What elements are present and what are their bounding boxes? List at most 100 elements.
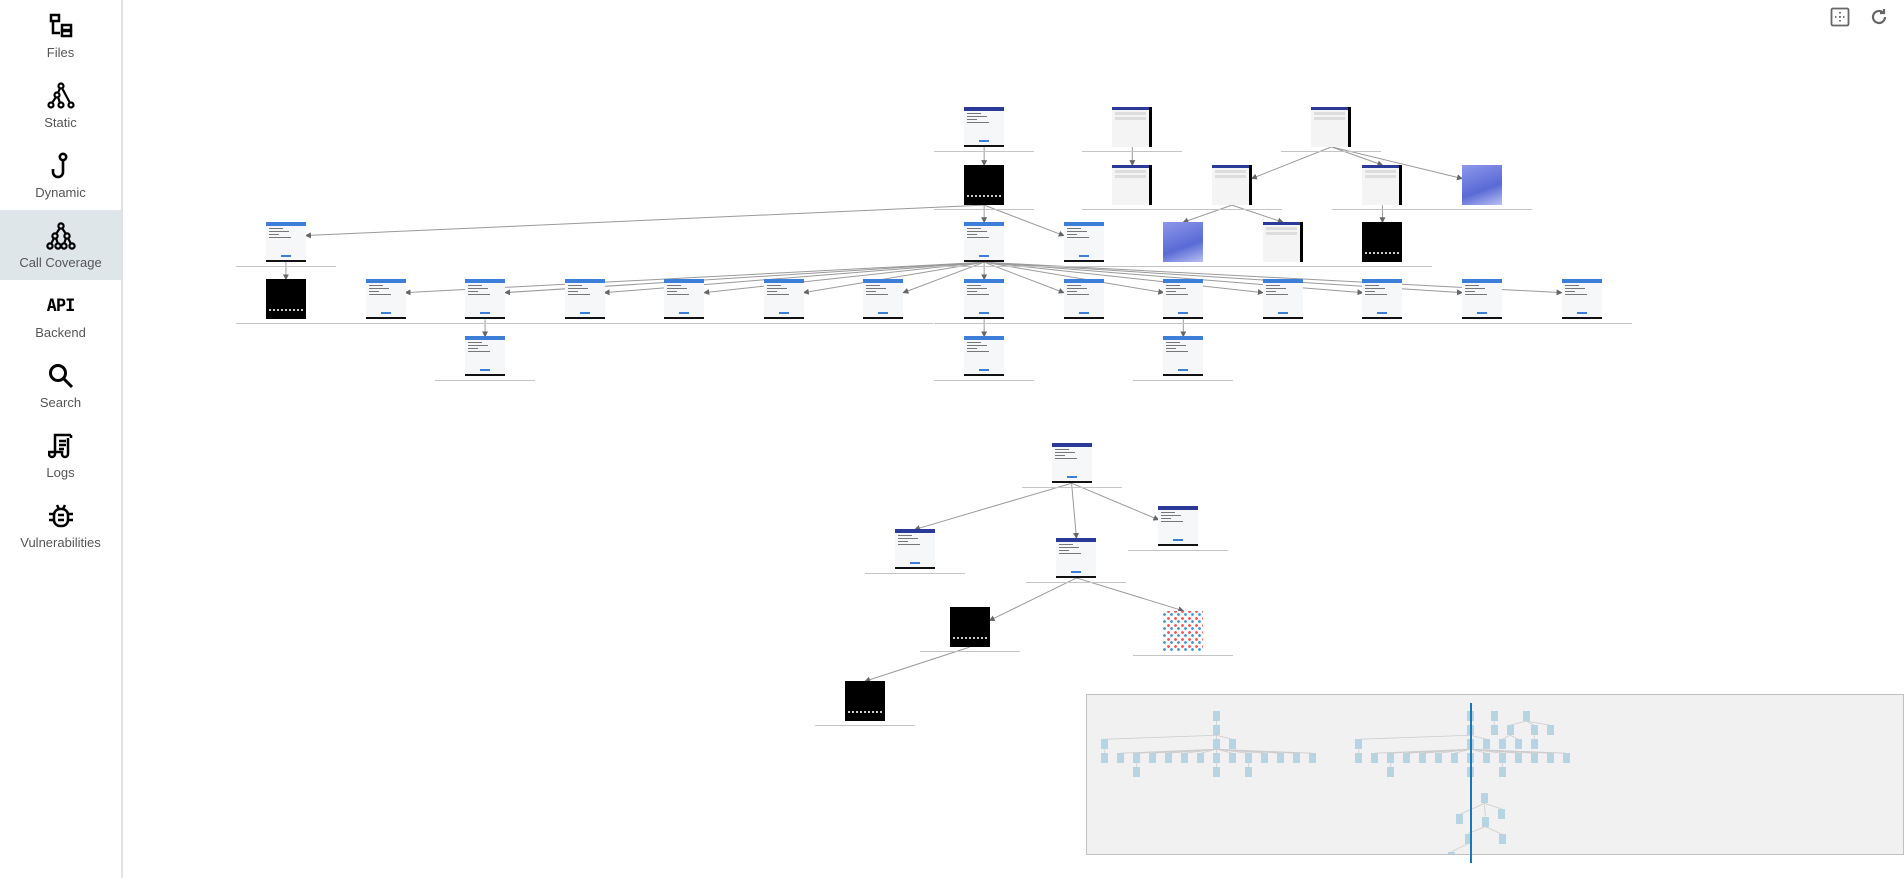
sidebar-item-vulnerabilities[interactable]: Vulnerabilities — [0, 490, 121, 560]
screen-node[interactable] — [845, 681, 886, 722]
screen-node[interactable] — [1561, 279, 1602, 320]
minimap-edge — [1525, 720, 1535, 726]
screen-node[interactable] — [664, 279, 705, 320]
screen-node[interactable] — [964, 106, 1005, 147]
minimap-node — [1562, 753, 1570, 764]
minimap-node — [1481, 793, 1488, 804]
minimap-edges — [1104, 720, 1567, 853]
minimap-node — [1490, 710, 1498, 721]
minimap-node — [1498, 808, 1506, 819]
screen-node[interactable] — [365, 279, 406, 320]
minimap-edge — [1104, 734, 1217, 740]
node-caption — [235, 323, 336, 325]
graph-minimap[interactable] — [1086, 694, 1904, 855]
screen-node[interactable] — [1112, 165, 1153, 206]
minimap-node — [1498, 753, 1506, 764]
screen-node[interactable] — [265, 279, 306, 320]
node-caption — [919, 651, 1020, 653]
minimap-node — [1546, 753, 1554, 764]
minimap-node — [1546, 725, 1554, 736]
node-caption — [1133, 380, 1234, 382]
sidebar-item-logs[interactable]: Logs — [0, 420, 121, 490]
refresh-button[interactable] — [1868, 8, 1890, 30]
screen-node[interactable] — [964, 165, 1005, 206]
node-caption — [1026, 581, 1127, 583]
screen-node[interactable] — [1051, 443, 1092, 484]
screen-node[interactable] — [1262, 222, 1303, 263]
minimap-node — [1355, 739, 1363, 750]
screen-node[interactable] — [1462, 165, 1503, 206]
minimap-node — [1213, 767, 1221, 778]
screen-node[interactable] — [1362, 222, 1403, 263]
screen-node[interactable] — [1163, 279, 1204, 320]
node-caption — [1232, 323, 1333, 325]
minimap-node — [1101, 753, 1109, 764]
minimap-node — [1260, 753, 1268, 764]
screen-node[interactable] — [1056, 537, 1097, 578]
screen-node[interactable] — [964, 279, 1005, 320]
sidebar-item-search[interactable]: Search — [0, 350, 121, 420]
sidebar-item-files[interactable]: Files — [0, 0, 121, 70]
screen-node[interactable] — [1163, 222, 1204, 263]
sidebar: Files Static Dynamic Call Coverage API B… — [0, 0, 123, 878]
sidebar-item-static[interactable]: Static — [0, 70, 121, 140]
minimap-node — [1196, 753, 1204, 764]
minimap-node — [1455, 814, 1463, 825]
screen-node[interactable] — [1158, 506, 1199, 547]
screen-node[interactable] — [964, 222, 1005, 263]
screen-node[interactable] — [1112, 106, 1153, 147]
screen-node[interactable] — [1211, 165, 1252, 206]
node-caption — [1133, 266, 1234, 268]
minimap-edge — [1216, 734, 1233, 740]
node-caption — [934, 323, 1035, 325]
call-tree-icon — [45, 221, 76, 251]
minimap-edge — [1200, 748, 1217, 754]
node-caption — [1082, 150, 1183, 152]
screen-node[interactable] — [265, 222, 306, 263]
minimap-node — [1434, 753, 1442, 764]
screen-node[interactable] — [863, 279, 904, 320]
screen-node[interactable] — [1362, 279, 1403, 320]
screen-node[interactable] — [949, 607, 990, 648]
sidebar-item-label: Dynamic — [35, 184, 86, 200]
minimap-edge — [1484, 803, 1486, 817]
node-caption — [435, 380, 536, 382]
minimap-node — [1482, 739, 1490, 750]
screen-node[interactable] — [763, 279, 804, 320]
minimap-node — [1481, 816, 1489, 827]
screen-node[interactable] — [1163, 336, 1204, 377]
screen-node[interactable] — [1063, 279, 1104, 320]
minimap-edge — [1509, 734, 1519, 740]
minimap-node — [1387, 753, 1395, 764]
node-caption — [534, 323, 635, 325]
minimap-edge — [1470, 748, 1567, 754]
screen-node[interactable] — [465, 336, 506, 377]
sidebar-item-call-coverage[interactable]: Call Coverage — [0, 210, 121, 280]
minimap-node — [1506, 725, 1514, 736]
screen-node[interactable] — [1462, 279, 1503, 320]
sidebar-item-dynamic[interactable]: Dynamic — [0, 140, 121, 210]
screen-node[interactable] — [564, 279, 605, 320]
screen-node[interactable] — [465, 279, 506, 320]
minimap-node — [1530, 753, 1538, 764]
screen-node[interactable] — [1163, 610, 1204, 651]
screen-node[interactable] — [1362, 165, 1403, 206]
minimap-viewport-handle[interactable] — [1470, 703, 1472, 863]
node-caption — [435, 323, 536, 325]
screen-node[interactable] — [964, 336, 1005, 377]
screen-node[interactable] — [1063, 222, 1104, 263]
minimap-node — [1213, 739, 1221, 750]
node-caption — [1021, 487, 1122, 489]
sidebar-item-backend[interactable]: API Backend — [0, 280, 121, 350]
sidebar-item-label: Backend — [35, 324, 86, 340]
node-caption — [1332, 266, 1433, 268]
minimap-edge — [1184, 748, 1217, 754]
fit-view-button[interactable] — [1829, 7, 1851, 30]
minimap-node — [1450, 753, 1458, 764]
screen-node[interactable] — [894, 529, 935, 570]
node-caption — [1033, 266, 1134, 268]
minimap-edge — [1470, 734, 1487, 740]
screen-node[interactable] — [1262, 279, 1303, 320]
screen-node[interactable] — [1311, 106, 1352, 147]
node-caption — [1432, 323, 1533, 325]
